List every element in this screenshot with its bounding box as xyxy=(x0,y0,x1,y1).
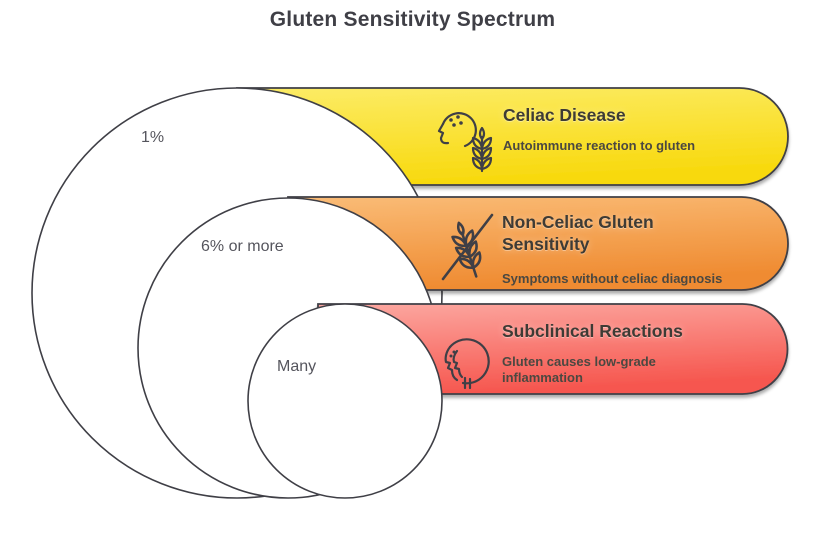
row-title-ncgs: Non-Celiac Gluten Sensitivity xyxy=(502,212,654,254)
inflamed-head-icon xyxy=(444,338,490,390)
wheat-crossed-icon xyxy=(441,213,494,281)
prevalence-circle-many xyxy=(247,303,443,499)
prevalence-label-subclinical: Many xyxy=(277,358,317,375)
row-title-celiac: Celiac Disease xyxy=(503,105,626,125)
prevalence-label-ncgs: 6% or more xyxy=(201,238,284,255)
page-title: Gluten Sensitivity Spectrum xyxy=(269,8,556,31)
allergy-face-wheat-icon xyxy=(437,112,493,173)
row-description-celiac: Autoimmune reaction to gluten xyxy=(503,138,696,153)
row-title-subclinical: Subclinical Reactions xyxy=(502,321,683,341)
prevalence-label-celiac: 1% xyxy=(141,129,165,146)
row-description-ncgs: Symptoms without celiac diagnosis xyxy=(502,271,723,286)
row-description-subclinical: Gluten causes low-grade inflammation xyxy=(502,354,656,385)
